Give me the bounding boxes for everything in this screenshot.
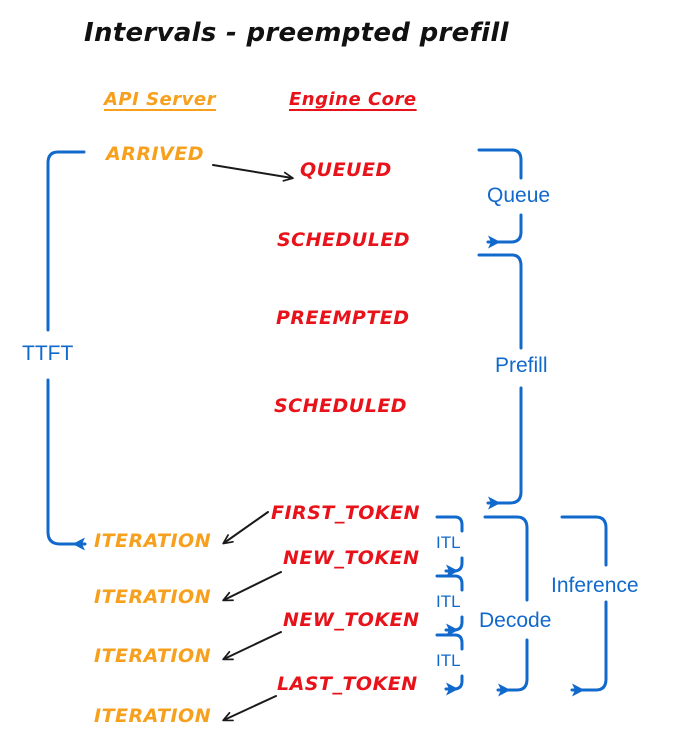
interval-bracket-itl-3 [435,633,464,651]
arrow-new-token-2-to-iteration [222,631,282,661]
arrow-new-token-1-to-iteration [222,571,282,602]
interval-bracket-decode [483,515,529,697]
column-header-engine-core: Engine Core [289,89,417,110]
interval-bracket-inference [560,515,608,697]
interval-label-ttft: TTFT [22,342,74,365]
api-event-iteration-3: ITERATION [94,645,212,667]
interval-bracket-itl-2 [435,574,464,592]
engine-event-preempted: PREEMPTED [276,307,410,329]
engine-event-new-token-1: NEW_TOKEN [283,547,420,569]
engine-event-scheduled-1: SCHEDULED [277,229,411,251]
interval-label-inference: Inference [551,574,639,597]
interval-bracket-itl-1 [435,515,464,533]
interval-label-queue: Queue [487,184,551,207]
engine-event-queued: QUEUED [300,159,392,181]
engine-event-scheduled-2: SCHEDULED [274,395,408,417]
engine-event-new-token-2: NEW_TOKEN [283,609,420,631]
api-event-iteration-4: ITERATION [94,705,212,727]
api-event-arrived: ARRIVED [106,143,204,165]
interval-label-itl-3: ITL [436,651,461,670]
api-event-iteration-1: ITERATION [94,530,212,552]
engine-event-last-token: LAST_TOKEN [277,673,418,695]
interval-label-prefill: Prefill [495,354,548,377]
column-header-api-server: API Server [104,89,216,110]
interval-label-itl-2: ITL [436,592,461,611]
engine-event-first-token: FIRST_TOKEN [271,502,421,524]
arrow-arrived-to-queued [212,164,294,182]
api-event-iteration-2: ITERATION [94,586,212,608]
page-title: Intervals - preempted prefill [84,18,509,48]
arrow-last-token-to-iteration [222,695,277,722]
interval-label-itl-1: ITL [436,533,461,552]
interval-label-decode: Decode [479,609,552,632]
interval-bracket-prefill [477,253,523,510]
arrow-first-token-to-iteration [222,511,269,545]
